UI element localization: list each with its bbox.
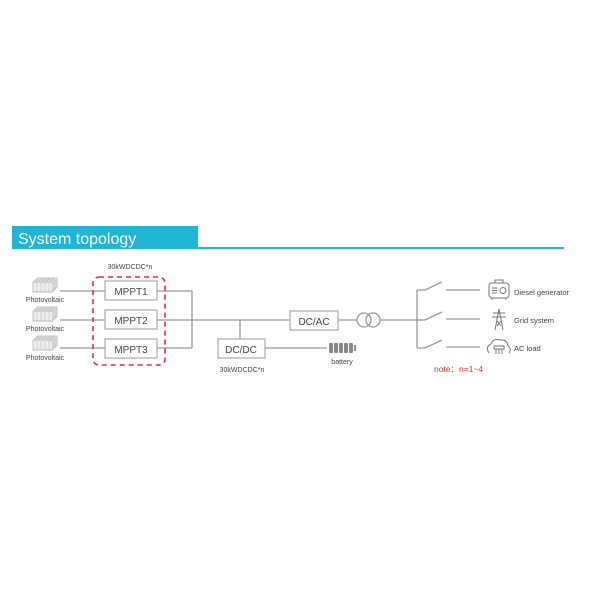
mppt1-box: MPPT1 xyxy=(104,280,158,301)
output-label-grid-system: Grid system xyxy=(514,316,554,325)
mppt2-box: MPPT2 xyxy=(104,309,158,330)
note-text: note：n=1~4 xyxy=(434,364,483,374)
mppt-group-outline xyxy=(92,276,166,366)
wires xyxy=(60,281,480,349)
mppt-group-label: 30kWDCDC*n xyxy=(108,264,153,271)
dcdc-box: DC/DC xyxy=(217,338,266,359)
dcdc-label: DC/DC xyxy=(225,345,257,356)
header-banner xyxy=(12,226,198,249)
output-label-ac-load: AC load xyxy=(514,344,541,353)
dcdc-rating: 30kWDCDC*n xyxy=(220,367,265,374)
transformer-icon xyxy=(356,312,381,328)
photovoltaic-label: Photovoltaic xyxy=(26,355,65,362)
mppt3-label: MPPT3 xyxy=(114,345,148,356)
output-label-diesel-generator: Diesel generator xyxy=(514,288,570,297)
mppt2-label: MPPT2 xyxy=(114,316,148,327)
photovoltaic-label: Photovoltaic xyxy=(26,326,65,333)
dcac-box: DC/AC xyxy=(289,310,339,331)
battery-label: battery xyxy=(331,359,353,366)
diesel-generator-icon xyxy=(488,279,510,300)
mppt1-label: MPPT1 xyxy=(114,287,148,298)
header-underline xyxy=(12,247,564,249)
ac-load-icon xyxy=(486,339,511,354)
photovoltaic-panel-icon xyxy=(32,306,58,322)
photovoltaic-panel-icon xyxy=(32,277,58,293)
photovoltaic-label: Photovoltaic xyxy=(26,297,65,304)
battery-icon xyxy=(329,343,356,353)
grid-tower-icon xyxy=(492,308,506,331)
dcac-label: DC/AC xyxy=(298,317,329,328)
photovoltaic-panel-icon xyxy=(32,335,58,351)
page-title: System topology xyxy=(18,231,136,248)
mppt3-box: MPPT3 xyxy=(104,338,158,359)
